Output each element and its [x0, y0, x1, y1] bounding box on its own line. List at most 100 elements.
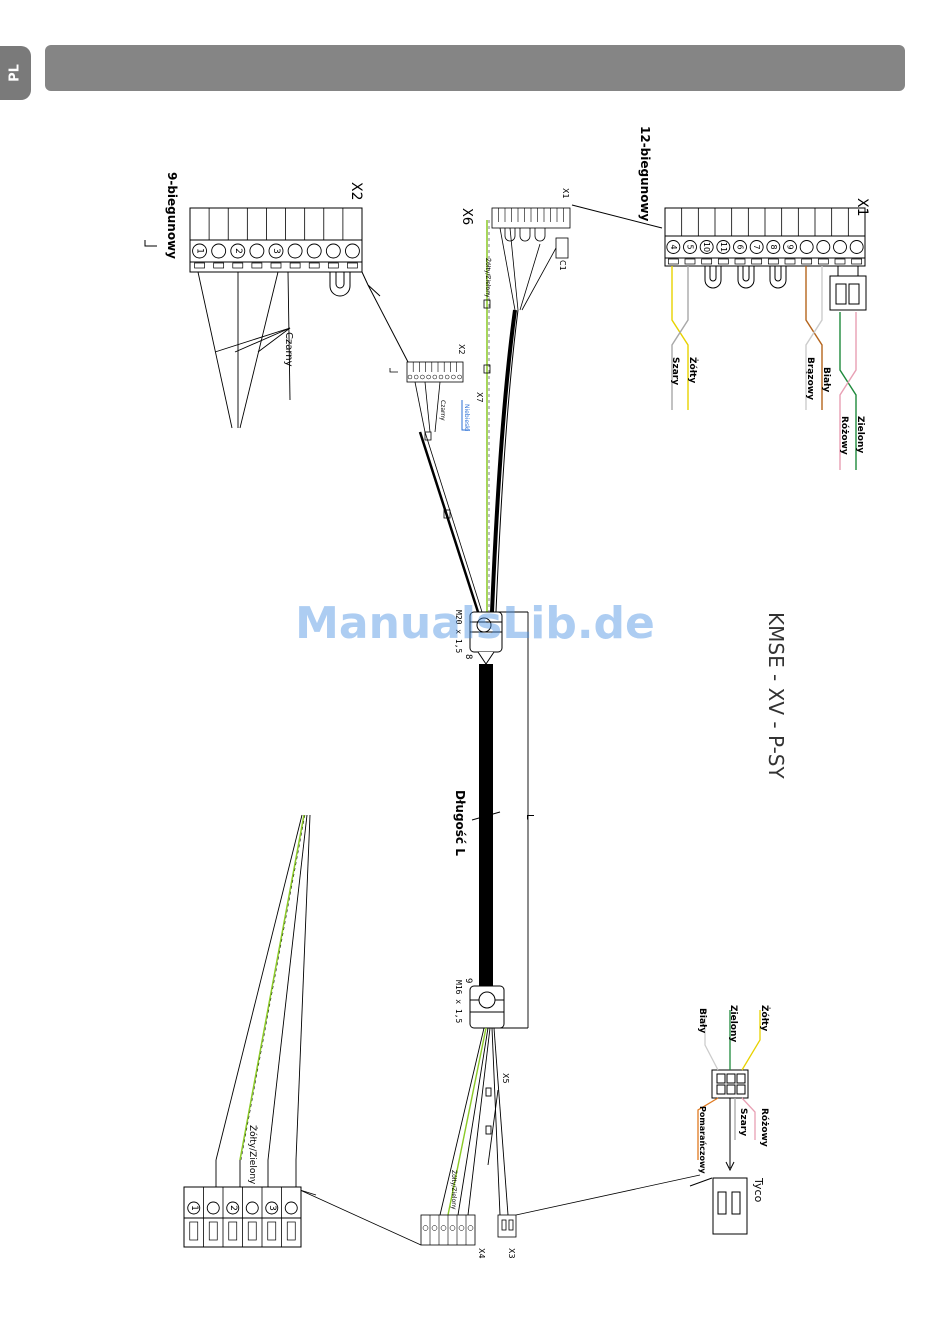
tyco-wire-yellow: Żółty — [759, 1005, 770, 1031]
tyco-wire-green: Zielony — [728, 1005, 738, 1042]
x1-pin-label: 7 — [752, 244, 761, 249]
x2-pin — [192, 243, 208, 259]
length-label: Długość L — [453, 790, 467, 856]
x4-big-pin — [187, 1201, 201, 1215]
wire-label-x6-yg: Żółty/Zielony — [484, 258, 491, 298]
connector-x3-small — [497, 1174, 701, 1238]
x2-pin — [306, 243, 322, 259]
connector-x1-pins: 4 5 10 11 6 7 8 9 — [666, 240, 864, 254]
x5-label: X5 — [501, 1073, 510, 1084]
x1-small-label: X1 — [561, 188, 570, 199]
wire-label-grey: Szary — [670, 357, 680, 385]
x4-big-pin — [265, 1201, 279, 1215]
x1-pin-label: 5 — [686, 244, 695, 249]
x4-big-pin — [284, 1201, 298, 1215]
wire-label-x4-yg: Żółty/Zielony — [450, 1170, 457, 1210]
x4-big-pin — [226, 1201, 240, 1215]
wire-label-brown: Brązowy — [805, 357, 815, 400]
wire-label-x2-small-black: Czarny — [439, 400, 446, 421]
watermark: ManualsLib.de — [295, 598, 655, 649]
x1-pin-label: 4 — [669, 244, 678, 249]
tyco-label: Tyco — [752, 1177, 765, 1203]
x1-pin — [816, 240, 831, 254]
x1-wires — [671, 266, 857, 470]
connector-x2-small — [389, 361, 483, 613]
x1-pin-label: 8 — [769, 244, 778, 249]
gland-bottom — [469, 985, 505, 1029]
x1-caption: 12-biegunowy — [638, 126, 652, 222]
main-cable — [479, 664, 493, 986]
wire-label-pink: Różowy — [839, 416, 850, 455]
dimension-l — [490, 611, 529, 1029]
x2-pin — [249, 243, 265, 259]
tyco-wire-pink: Różowy — [759, 1108, 770, 1147]
x4-big-pin — [206, 1201, 220, 1215]
x1-pin-label: 6 — [736, 244, 745, 249]
x2-pin-label: 3 — [271, 248, 281, 254]
x2-wires — [197, 271, 291, 429]
x2-pin — [344, 243, 360, 259]
wire-label-white: Biały — [821, 367, 831, 392]
x1-small-sub: C1 — [558, 260, 567, 271]
connector-x4-small — [299, 1189, 476, 1246]
x2-pin — [211, 243, 227, 259]
connector-x2-pins: 1 2 3 — [192, 243, 360, 259]
x1-pin — [849, 240, 864, 254]
language-tab[interactable]: PL — [0, 46, 31, 100]
x1-pin — [766, 240, 781, 254]
x2-label: X2 — [348, 182, 364, 201]
connector-x4-big — [183, 1186, 302, 1248]
wire-label-green: Zielony — [855, 416, 865, 453]
x4-big-pin-label: 1 — [189, 1205, 199, 1211]
x2-pin — [325, 243, 341, 259]
connector-tyco — [711, 1069, 749, 1235]
x1-pin — [733, 240, 747, 254]
x2-pin — [287, 243, 303, 259]
x2-pin — [230, 243, 246, 259]
tyco-wire-white: Biały — [697, 1008, 707, 1033]
x4-big-pin — [245, 1201, 259, 1215]
connector-x1 — [664, 207, 867, 311]
x1-pin-label: 10 — [702, 242, 711, 252]
x1-pin — [799, 240, 814, 254]
x1-pin-label: 11 — [719, 242, 728, 252]
gland-bottom-size: M16 x 1,5 — [454, 980, 463, 1024]
tyco-wire-orange: Pomarańczowy — [698, 1106, 707, 1174]
x1-pin — [666, 240, 681, 254]
harness-lower — [439, 1027, 509, 1216]
tyco-wires — [697, 1010, 761, 1160]
x4-label: X4 — [477, 1248, 486, 1259]
gland-top-num: 8 — [463, 654, 473, 659]
x1-pin — [699, 240, 714, 254]
x2-pin — [268, 243, 284, 259]
connector-x2 — [189, 207, 409, 363]
x4-big-wires — [215, 814, 311, 1187]
connector-x1-small — [491, 207, 571, 311]
wire-label-yellow: Żółty — [687, 357, 698, 383]
gland-top — [469, 611, 503, 665]
x1-pin — [833, 240, 847, 254]
x1-pin-label: 9 — [786, 244, 795, 249]
wire-label-x7-blue: Niebieski — [463, 404, 470, 432]
x2-small-label: X2 — [457, 344, 466, 355]
header-bar — [45, 45, 905, 91]
page-title: KMSE - XV - P-SY — [764, 612, 788, 779]
x6-label: X6 — [459, 208, 474, 225]
x1-pin — [716, 240, 731, 254]
x1-pin — [683, 240, 697, 254]
x1-label: X1 — [854, 198, 870, 217]
tyco-wire-grey: Szary — [738, 1108, 748, 1136]
harness-upper — [424, 220, 519, 613]
x2-pin-label: 2 — [233, 248, 243, 254]
wire-label-x2-black: Czarny — [283, 332, 294, 367]
gland-top-size: M20 x 1,5 — [454, 610, 463, 654]
x2-pin-label: 1 — [195, 248, 205, 254]
x1-pin — [749, 240, 764, 254]
x4-big-pin-label: 3 — [267, 1205, 277, 1211]
wire-label-big-x4-yg: Żółty/Zielony — [247, 1125, 258, 1185]
x1-pin — [783, 240, 797, 254]
x3-label: X3 — [507, 1248, 516, 1259]
x2-caption: 9-biegunowy — [165, 172, 179, 259]
